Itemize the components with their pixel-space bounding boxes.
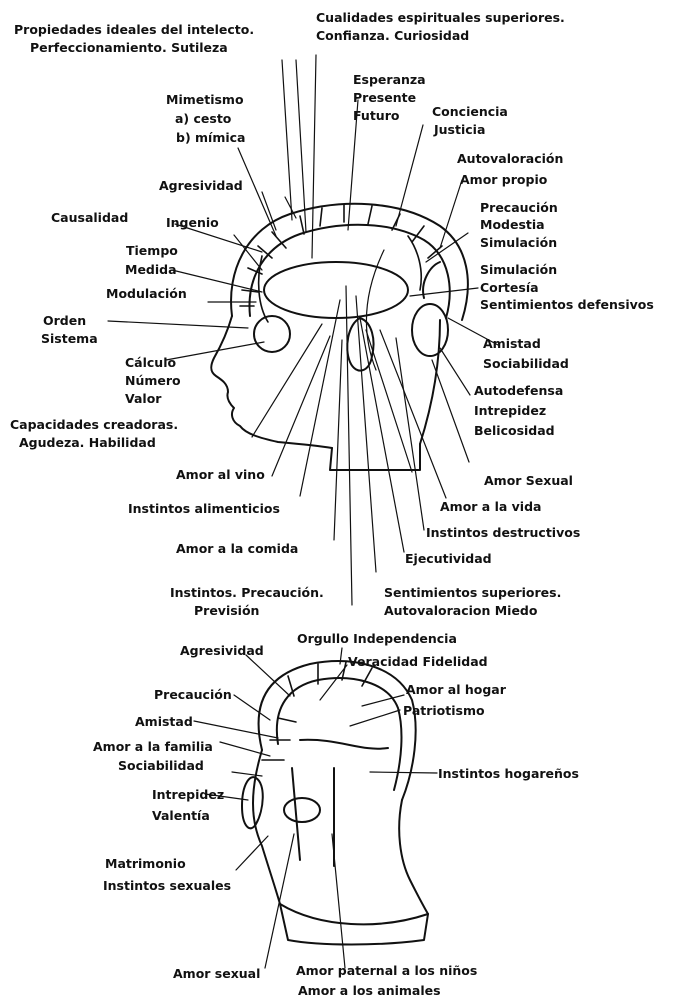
- label-matrimonio: Matrimonio: [105, 855, 186, 872]
- label-cortesia: Cortesía: [480, 279, 539, 296]
- label-modestia: Modestia: [480, 216, 545, 233]
- label-medida: Medida: [125, 261, 177, 278]
- label-amistad: Amistad: [483, 335, 541, 352]
- label-amor-animales: Amor a los animales: [298, 982, 441, 999]
- label-instintos-destructivos: Instintos destructivos: [426, 524, 580, 541]
- profile-head-outline: [211, 204, 468, 470]
- label-sociabilidad: Sociabilidad: [483, 355, 569, 372]
- label-autovaloracion: Autovaloración: [457, 150, 563, 167]
- label-confianza-curiosidad: Confianza. Curiosidad: [316, 27, 469, 44]
- label-amor-sexual-back: Amor sexual: [173, 965, 260, 982]
- label-causalidad: Causalidad: [51, 209, 128, 226]
- label-perfeccionamiento: Perfeccionamiento. Sutileza: [30, 39, 228, 56]
- label-agresividad-back: Agresividad: [180, 642, 264, 659]
- label-instintos-sexuales: Instintos sexuales: [103, 877, 231, 894]
- label-amor-propio: Amor propio: [460, 171, 547, 188]
- label-simulacion-1: Simulación: [480, 234, 557, 251]
- label-modulacion: Modulación: [106, 285, 187, 302]
- label-cesto: a) cesto: [175, 110, 231, 127]
- label-precaucion: Precaución: [480, 199, 558, 216]
- label-agresividad: Agresividad: [159, 177, 243, 194]
- label-intrepidez: Intrepidez: [474, 402, 546, 419]
- label-ejecutividad: Ejecutividad: [405, 550, 492, 567]
- label-autovaloracion-miedo: Autovaloracion Miedo: [384, 602, 537, 619]
- label-valor: Valor: [125, 390, 161, 407]
- label-instintos-alimenticios: Instintos alimenticios: [128, 500, 280, 517]
- label-propiedades-ideales: Propiedades ideales del intelecto.: [14, 21, 254, 38]
- label-instintos-hogarenos: Instintos hogareños: [438, 765, 579, 782]
- label-intrepidez-back: Intrepidez: [152, 786, 224, 803]
- label-amor-sexual: Amor Sexual: [484, 472, 573, 489]
- label-instintos-precaucion: Instintos. Precaución.: [170, 584, 324, 601]
- label-amistad-back: Amistad: [135, 713, 193, 730]
- label-amor-paternal: Amor paternal a los niños: [296, 962, 477, 979]
- label-justicia: Justicia: [434, 121, 485, 138]
- label-orgullo-independencia: Orgullo Independencia: [297, 630, 457, 647]
- label-amor-al-vino: Amor al vino: [176, 466, 265, 483]
- label-precaucion-back: Precaución: [154, 686, 232, 703]
- label-amor-a-la-comida: Amor a la comida: [176, 540, 298, 557]
- label-sistema: Sistema: [41, 330, 98, 347]
- label-amor-al-hogar: Amor al hogar: [406, 681, 506, 698]
- label-patriotismo: Patriotismo: [403, 702, 485, 719]
- label-simulacion-2: Simulación: [480, 261, 557, 278]
- label-ingenio: Ingenio: [166, 214, 219, 231]
- label-presente: Presente: [353, 89, 416, 106]
- label-veracidad-fidelidad: Veracidad Fidelidad: [348, 653, 488, 670]
- label-cualidades-espirituales: Cualidades espirituales superiores.: [316, 9, 565, 26]
- label-amor-a-la-familia: Amor a la familia: [93, 738, 213, 755]
- label-orden: Orden: [43, 312, 86, 329]
- label-amor-a-la-vida: Amor a la vida: [440, 498, 541, 515]
- label-mimica: b) mímica: [176, 129, 245, 146]
- label-capacidades-creadoras: Capacidades creadoras.: [10, 416, 178, 433]
- label-belicosidad: Belicosidad: [474, 422, 555, 439]
- label-valentia: Valentía: [152, 807, 210, 824]
- label-sentimientos-superiores: Sentimientos superiores.: [384, 584, 561, 601]
- label-agudeza-habilidad: Agudeza. Habilidad: [19, 434, 156, 451]
- label-conciencia: Conciencia: [432, 103, 508, 120]
- label-prevision: Previsión: [194, 602, 259, 619]
- back-head-outline: [242, 661, 428, 944]
- label-sentimientos-defensivos: Sentimientos defensivos: [480, 296, 654, 313]
- label-tiempo: Tiempo: [126, 242, 178, 259]
- label-mimetismo: Mimetismo: [166, 91, 244, 108]
- label-numero: Número: [125, 372, 181, 389]
- label-futuro: Futuro: [353, 107, 399, 124]
- label-autodefensa: Autodefensa: [474, 382, 563, 399]
- label-calculo: Cálculo: [125, 354, 176, 371]
- label-sociabilidad-back: Sociabilidad: [118, 757, 204, 774]
- label-esperanza: Esperanza: [353, 71, 426, 88]
